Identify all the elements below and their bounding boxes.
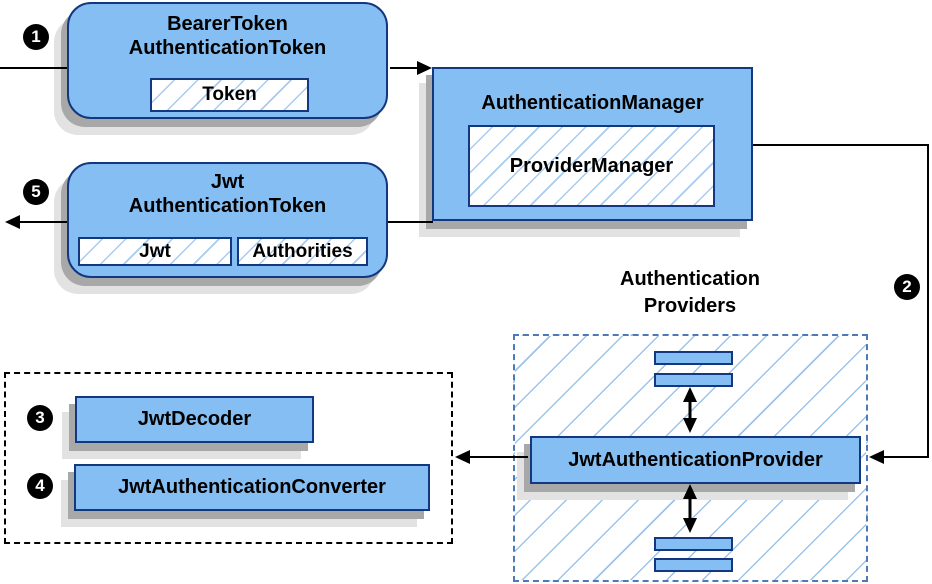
authentication-providers-container: JwtAuthenticationProvider: [513, 334, 868, 582]
step-badge-2: 2: [894, 274, 920, 300]
provider-slot-bar: [654, 537, 733, 551]
node-jwt-authentication-converter: JwtAuthenticationConverter: [74, 464, 430, 511]
title-line: Authentication: [620, 268, 760, 290]
arrowhead-left-icon: [869, 450, 884, 464]
title-line: Jwt: [210, 171, 245, 193]
node-jwt-decoder: JwtDecoder: [75, 396, 314, 443]
title-line: Providers: [643, 295, 737, 317]
step-badge-1: 1: [23, 24, 49, 50]
node-title: Jwt AuthenticationToken: [69, 170, 386, 218]
arrowhead-right-icon: [417, 61, 432, 75]
title-line: AuthenticationToken: [128, 37, 327, 59]
step-badge-3: 3: [27, 405, 53, 431]
node-title: AuthenticationManager: [481, 92, 704, 114]
node-title: BearerToken AuthenticationToken: [69, 12, 386, 60]
node-jwt-authentication-token: Jwt AuthenticationToken Jwt Authorities: [67, 162, 388, 278]
field-provider-manager: ProviderManager: [468, 125, 715, 207]
provider-slot-bar: [654, 351, 733, 365]
node-bearer-token-authentication-token: BearerToken AuthenticationToken Token: [67, 2, 388, 119]
field-token: Token: [150, 78, 309, 112]
field-authorities: Authorities: [237, 237, 368, 266]
node-authentication-manager: AuthenticationManager ProviderManager: [432, 67, 753, 221]
jwt-tools-container: JwtDecoder JwtAuthenticationConverter: [4, 372, 453, 544]
field-jwt: Jwt: [78, 237, 232, 266]
node-jwt-authentication-provider: JwtAuthenticationProvider: [530, 436, 861, 484]
provider-slot-bar: [654, 373, 733, 387]
arrowhead-left-icon: [455, 450, 470, 464]
authentication-providers-label: Authentication Providers: [565, 266, 815, 320]
arrowhead-left-icon: [5, 215, 20, 229]
step-badge-5: 5: [23, 179, 49, 205]
step-badge-4: 4: [27, 473, 53, 499]
title-line: AuthenticationToken: [128, 195, 327, 217]
provider-slot-bar: [654, 558, 733, 572]
title-line: BearerToken: [167, 13, 288, 35]
